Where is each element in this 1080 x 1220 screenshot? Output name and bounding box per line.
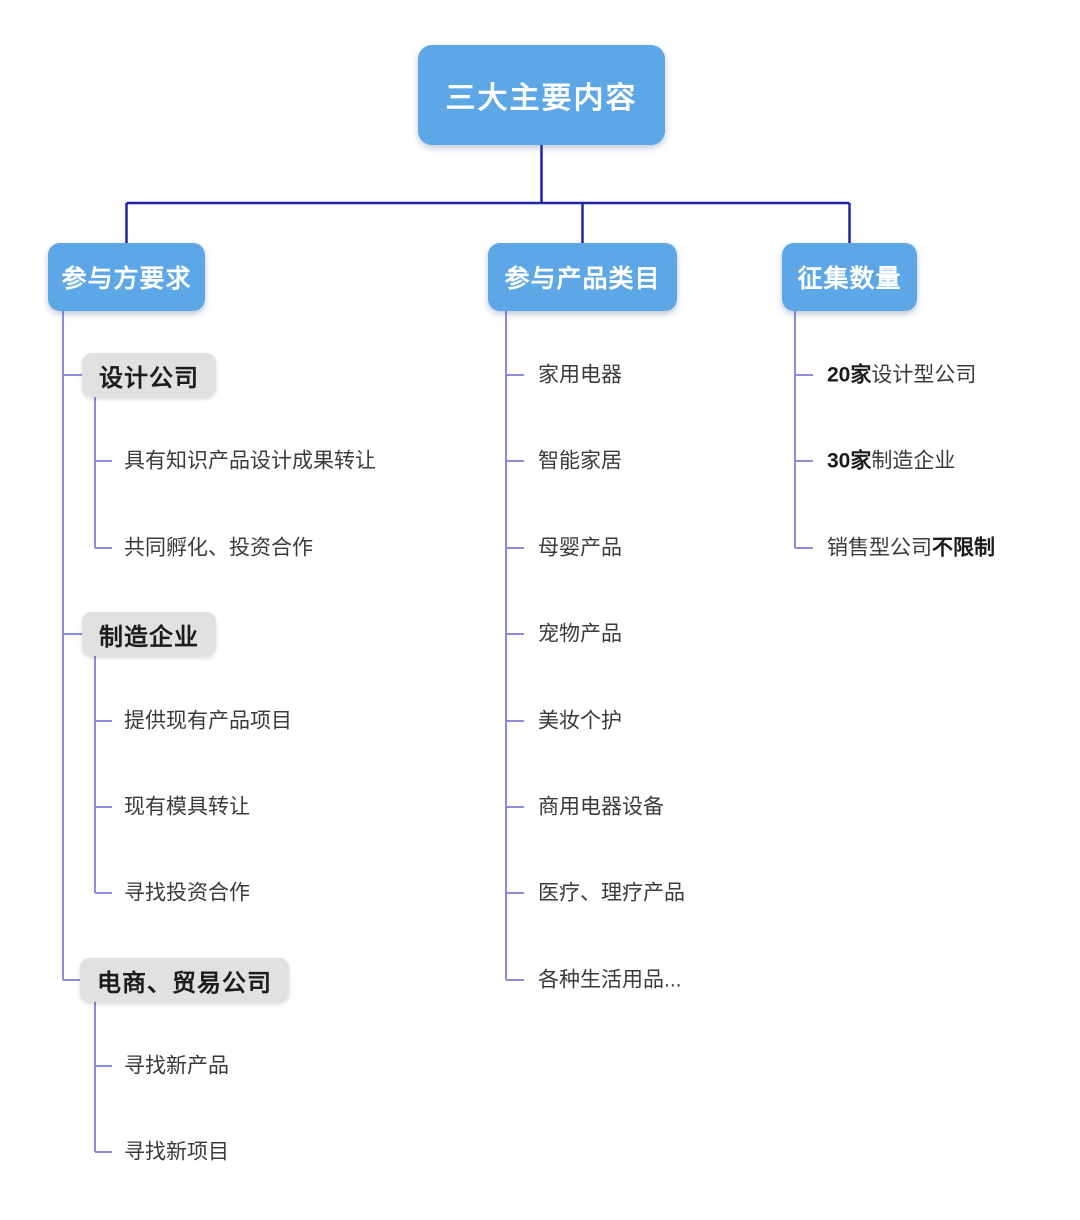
quantity-normal-text: 设计型公司 — [871, 363, 977, 387]
branch-node-quantity: 征集数量 — [782, 243, 917, 311]
requirement-item: 提供现有产品项目 — [124, 709, 292, 733]
quantity-normal-text: 销售型公司 — [827, 536, 932, 560]
connector-right-trunk — [794, 311, 813, 549]
branch-node-requirements: 参与方要求 — [48, 243, 205, 311]
branch-node-categories: 参与产品类目 — [488, 243, 677, 311]
category-item: 家用电器 — [538, 363, 622, 387]
group-label-ecommerce-trading: 电商、贸易公司 — [80, 958, 289, 1002]
requirement-item: 寻找投资合作 — [124, 881, 250, 905]
category-item: 母婴产品 — [538, 536, 622, 560]
requirement-item: 寻找新项目 — [124, 1140, 229, 1164]
group-label-text: 电商、贸易公司 — [97, 970, 272, 997]
connector-group-ecommerce — [94, 1002, 112, 1153]
branch-label: 参与产品类目 — [504, 266, 661, 293]
quantity-item: 30家制造企业 — [827, 447, 955, 474]
branch-label: 征集数量 — [797, 266, 902, 293]
connector-left-trunk — [62, 311, 82, 981]
root-node-label: 三大主要内容 — [445, 82, 638, 115]
category-item: 各种生活用品... — [538, 968, 682, 992]
requirement-item: 共同孵化、投资合作 — [124, 536, 313, 560]
group-label-text: 设计公司 — [99, 365, 199, 392]
requirement-item: 现有模具转让 — [124, 795, 250, 819]
root-node: 三大主要内容 — [418, 45, 665, 145]
quantity-item: 20家设计型公司 — [827, 361, 976, 388]
category-item: 智能家居 — [538, 449, 622, 473]
category-item: 商用电器设备 — [538, 795, 664, 819]
requirement-item: 寻找新产品 — [124, 1054, 229, 1078]
branch-label: 参与方要求 — [61, 266, 192, 293]
quantity-item: 销售型公司不限制 — [827, 534, 995, 561]
category-item: 医疗、理疗产品 — [538, 881, 685, 905]
group-label-manufacturer: 制造企业 — [82, 612, 216, 656]
category-item: 美妆个护 — [538, 709, 622, 733]
connector-group-manufacturing — [94, 656, 112, 894]
quantity-normal-text: 制造企业 — [871, 449, 956, 473]
quantity-bold-text: 不限制 — [932, 536, 995, 560]
group-label-design-company: 设计公司 — [82, 353, 216, 397]
category-item: 宠物产品 — [538, 622, 622, 646]
requirement-item: 具有知识产品设计成果转让 — [124, 449, 376, 473]
quantity-bold-text: 30家 — [827, 449, 872, 473]
connector-middle-trunk — [505, 311, 524, 981]
connector-group-design — [94, 397, 112, 549]
group-label-text: 制造企业 — [99, 624, 199, 651]
quantity-bold-text: 20家 — [827, 363, 872, 387]
